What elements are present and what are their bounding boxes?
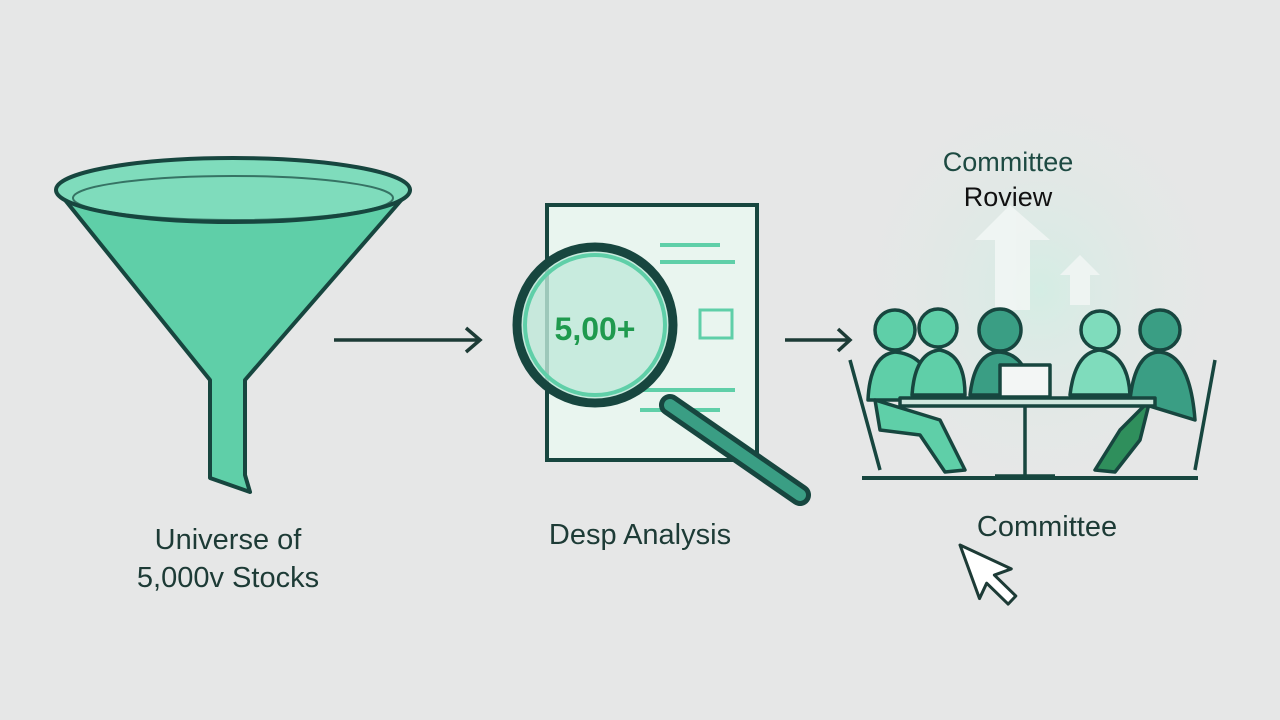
committee-review-title-line1: Committee <box>942 147 1074 177</box>
universe-label-line1: Universe of <box>154 524 302 556</box>
arrow-right-icon <box>334 326 483 354</box>
deep-analysis-label: Desp Analysis <box>548 519 732 551</box>
committee-label: Committee <box>976 511 1118 543</box>
committee-review-title-line2: Roview <box>963 182 1053 212</box>
arrow-right-icon <box>785 327 853 353</box>
magnified-value: 5,00+ <box>554 311 636 347</box>
universe-label-line2: 5,000v Stocks <box>136 562 320 594</box>
background-arrows-icon <box>975 205 1100 310</box>
magnifier-icon <box>512 242 811 506</box>
background-glow <box>840 70 1240 510</box>
mouse-pointer-icon <box>958 543 1018 606</box>
funnel-icon <box>54 156 412 494</box>
committee-meeting-icon <box>848 307 1217 480</box>
